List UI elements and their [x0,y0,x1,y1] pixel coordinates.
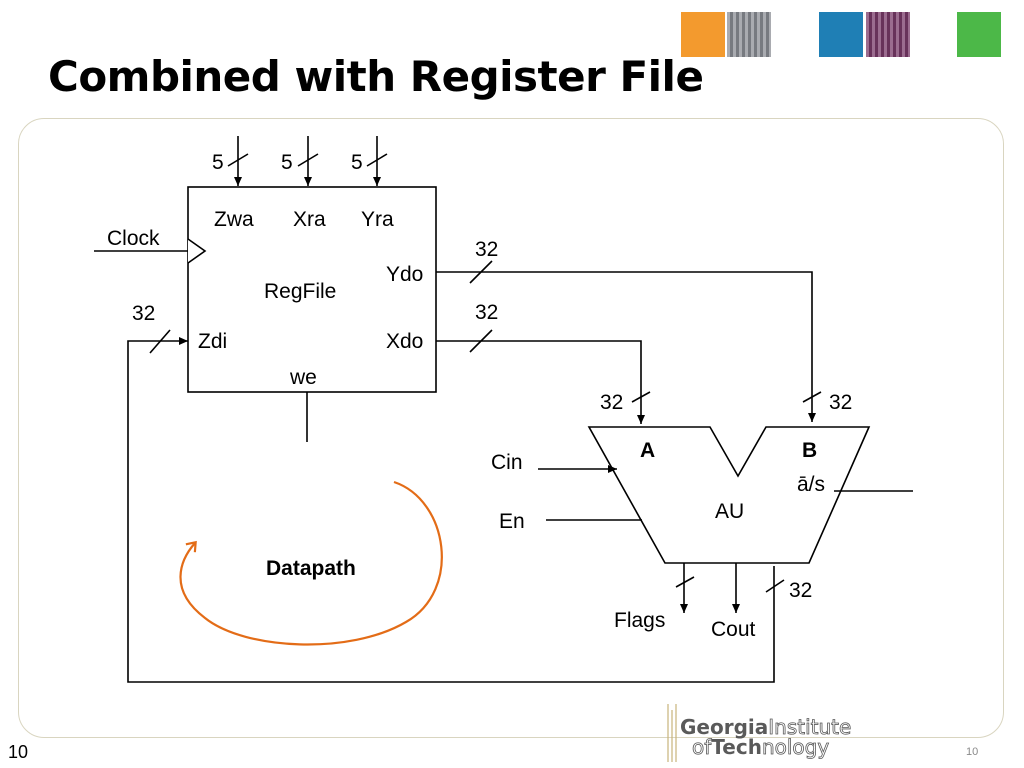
cout-label: Cout [711,618,756,641]
regfile-name-label: RegFile [264,280,336,303]
au-out-width-label: 32 [789,579,812,602]
blue-square-decoration [819,12,863,57]
slide-number-footer: 10 [966,746,979,758]
regfile-box [187,186,437,393]
content-frame [18,118,1004,738]
xra-port-label: Xra [293,208,326,231]
datapath-loop-arrow [179,480,443,646]
xdo-port-label: Xdo [386,330,423,353]
au-b-width-label: 32 [829,391,852,414]
datapath-label: Datapath [266,557,356,580]
cin-label: Cin [491,451,523,474]
logo-line2: ofTechnology [692,735,829,759]
au-input-a-label: A [640,439,655,462]
georgia-tech-logo: GeorgiaInstitute ofTechnology [667,704,852,762]
slide-number: 10 [8,742,29,762]
zdi-port-label: Zdi [198,330,227,353]
campus-photo-decoration [727,12,771,57]
au-control-label: ā/s [797,473,825,496]
au-name-label: AU [715,500,744,523]
flags-label: Flags [614,609,665,632]
xra-width-label: 5 [281,151,293,174]
circuit-photo-decoration [866,12,910,57]
clock-label: Clock [107,227,160,250]
xdo-width-label: 32 [475,301,498,324]
zwa-width-label: 5 [212,151,224,174]
we-port-label: we [289,366,317,389]
zwa-port-label: Zwa [214,208,254,231]
yra-port-label: Yra [361,208,394,231]
au-a-width-label: 32 [600,391,623,414]
ydo-port-label: Ydo [386,263,423,286]
au-shape [587,426,871,564]
clock-triangle [187,238,207,264]
green-square-decoration [957,12,1001,57]
slide-title: Combined with Register File [48,52,704,101]
logo-line1: GeorgiaInstitute [680,715,851,739]
orange-square-decoration [681,12,725,57]
zdi-width-label: 32 [132,302,155,325]
ydo-width-label: 32 [475,238,498,261]
en-label: En [499,510,525,533]
logo-tower-icon [667,704,677,762]
yra-width-label: 5 [351,151,363,174]
au-input-b-label: B [802,439,817,462]
feedback-wire [127,337,775,683]
ydo-to-b-wire [436,271,816,422]
